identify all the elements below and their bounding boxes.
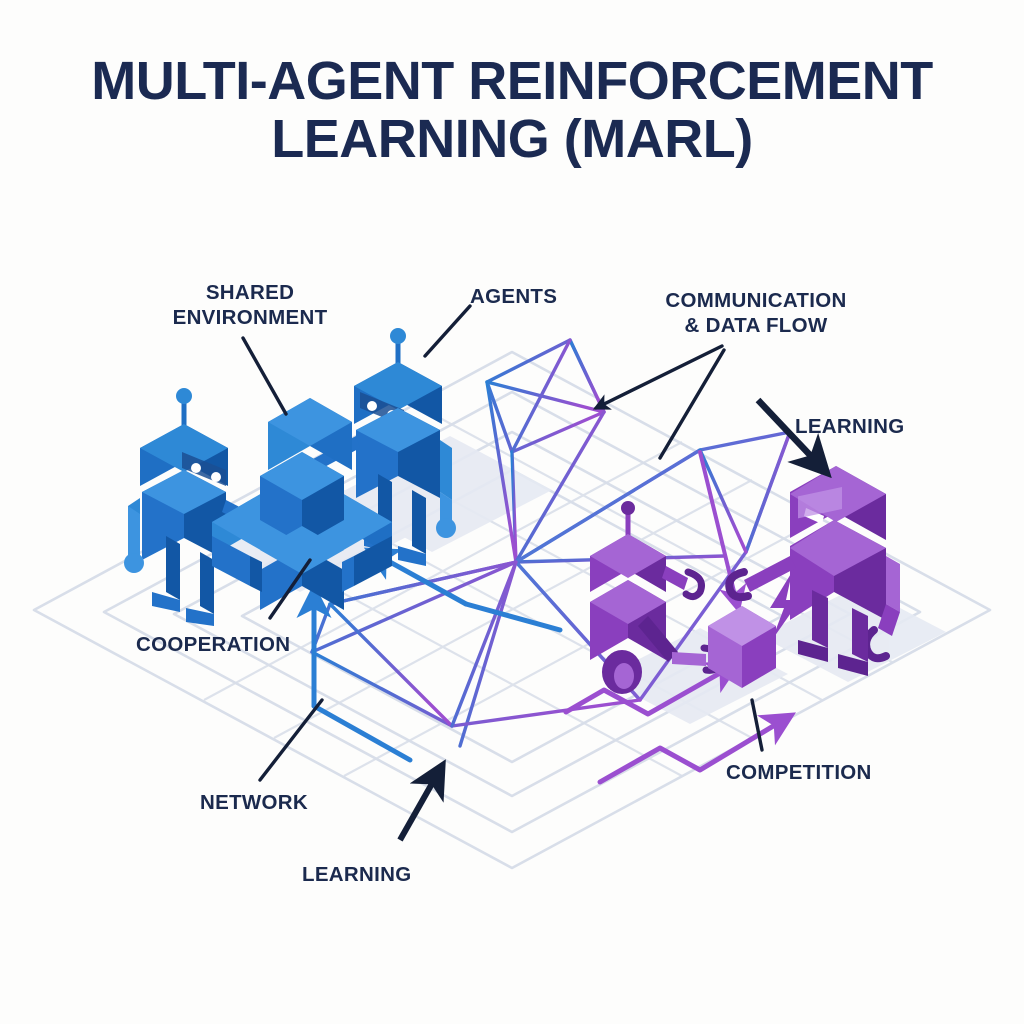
cooperation-arrows (296, 547, 563, 763)
competition-arrows (563, 660, 797, 785)
learning-arrow-right (755, 397, 832, 479)
network-mesh (310, 338, 792, 748)
label-agents: AGENTS (470, 285, 558, 308)
leader-lines (241, 304, 764, 782)
label-network: NETWORK (200, 791, 309, 814)
label-learning-right: LEARNING (795, 415, 905, 438)
purple-robot-small (590, 501, 724, 694)
label-communication-line1: COMMUNICATION (665, 289, 847, 312)
conflict-spark (770, 572, 800, 640)
label-learning-bottom: LEARNING (302, 863, 412, 886)
label-shared-environment-line1: SHARED (205, 281, 295, 304)
label-shared-environment: SHARED ENVIRONMENT (170, 280, 330, 330)
shared-cube-stack (212, 452, 392, 610)
label-competition: COMPETITION (726, 761, 872, 784)
shared-cube-held (268, 398, 352, 470)
purple-robot-angry (725, 466, 900, 676)
label-communication-line2: & DATA FLOW (684, 314, 828, 337)
label-communication-data-flow: COMMUNICATION & DATA FLOW (650, 288, 862, 338)
label-shared-environment-line2: ENVIRONMENT (172, 306, 328, 329)
contested-cube (708, 606, 776, 688)
blue-robot-right (287, 328, 456, 566)
label-cooperation: COOPERATION (136, 633, 291, 656)
learning-arrow-bottom (397, 759, 446, 842)
